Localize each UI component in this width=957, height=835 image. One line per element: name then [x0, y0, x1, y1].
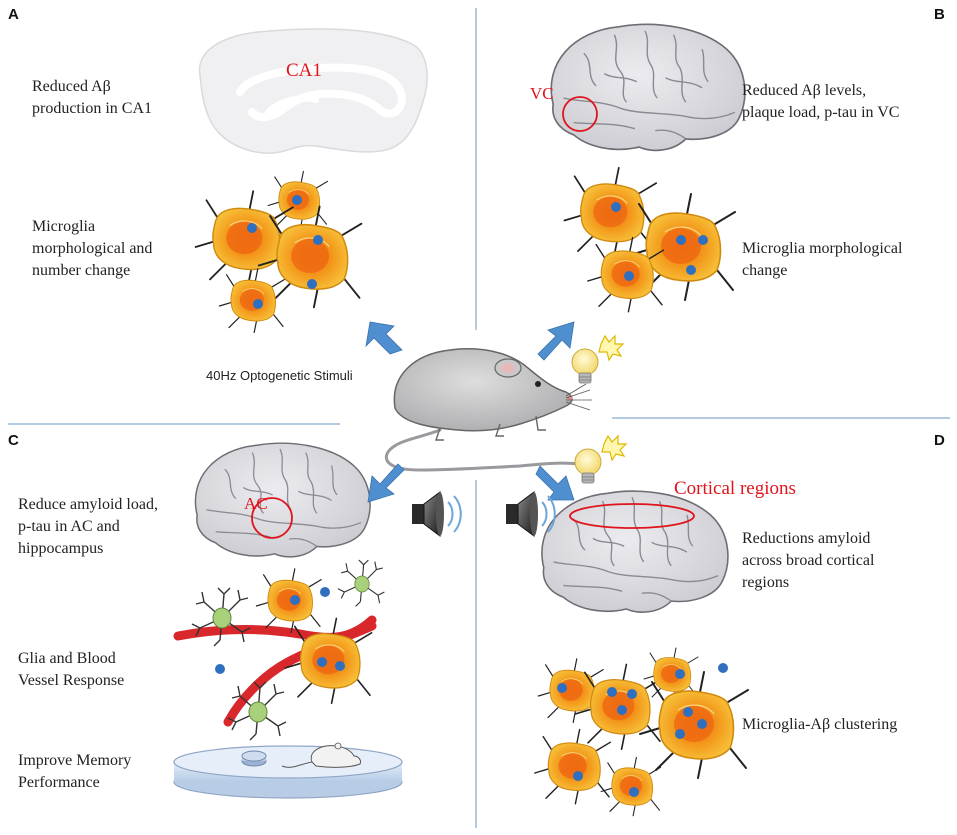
panel-d-text-amyloid: Reductions amyloid across broad cortical…	[742, 530, 875, 591]
panel-d-text-clustering: Microglia-Aβ clustering	[742, 716, 898, 733]
light-bulb-icon-upper	[571, 335, 624, 384]
ca1-label: CA1	[286, 60, 322, 81]
cortical-highlight-ellipse	[569, 503, 695, 529]
panel-c-water-maze	[173, 742, 403, 799]
arrow-to-c	[367, 463, 405, 503]
ac-label: AC	[244, 494, 268, 513]
panel-label-a: A	[8, 6, 19, 23]
cortical-regions-label: Cortical regions	[674, 478, 796, 499]
speaker-icon-left	[411, 491, 462, 537]
panel-a-text-microglia: Microglia morphological and number chang…	[32, 218, 153, 279]
hippocampus-outline	[198, 28, 428, 154]
panel-c-text-memory: Improve Memory Performance	[18, 752, 132, 791]
arrow-to-a	[365, 321, 403, 355]
arrow-to-b	[537, 321, 575, 361]
light-bulb-icon-lower	[574, 435, 627, 484]
panel-label-c: C	[8, 432, 19, 449]
ac-highlight-circle	[251, 497, 293, 539]
panel-label-b: B	[934, 6, 945, 23]
stimulus-label: 40Hz Optogenetic Stimuli	[206, 368, 353, 383]
panel-b-microglia	[563, 166, 736, 313]
panel-a-text-reduced-abeta: Reduced Aβ production in CA1	[32, 78, 152, 117]
vc-label: VC	[530, 84, 554, 103]
central-mouse	[385, 348, 592, 472]
panel-b-text-reduced-abeta: Reduced Aβ levels, plaque load, p-tau in…	[742, 82, 900, 121]
panel-c-glia-vessel	[173, 559, 385, 741]
arrow-to-d	[535, 465, 575, 501]
panel-b-text-microglia: Microglia morphological change	[742, 240, 903, 279]
panel-c-text-amyloid: Reduce amyloid load, p-tau in AC and hip…	[18, 496, 158, 557]
panel-d-microglia	[534, 647, 749, 817]
panel-a-microglia	[194, 170, 363, 333]
panel-d-brain	[541, 490, 729, 613]
arrows	[365, 321, 575, 503]
panel-c-text-glia: Glia and Blood Vessel Response	[18, 650, 125, 689]
vc-highlight-circle	[562, 96, 598, 132]
panel-label-d: D	[934, 432, 945, 449]
panel-c-brain	[194, 442, 371, 558]
